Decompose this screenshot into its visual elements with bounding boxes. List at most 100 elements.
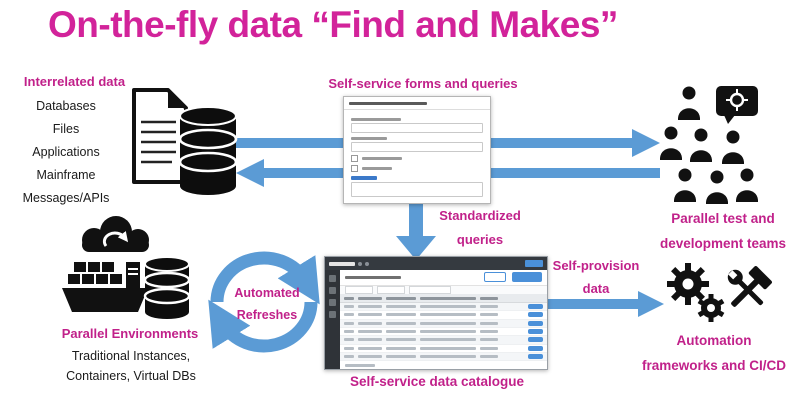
cell-bar [344, 330, 354, 334]
table-row [340, 311, 547, 320]
cell-bar [386, 313, 416, 317]
refresh-line2: Refreshes [236, 308, 298, 322]
interrelated-data-list: Databases Files Applications Mainframe M… [0, 95, 132, 210]
header-cell-bar [386, 296, 416, 300]
form-checkbox-label-bar [362, 157, 402, 160]
provision-line1: Self-provision [552, 258, 640, 273]
refresh-line1: Automated [234, 286, 300, 300]
row-action-button [528, 312, 543, 318]
catalogue-footer [340, 361, 547, 369]
form-checkbox-label-bar [362, 167, 392, 170]
form-input-field [351, 142, 483, 152]
form-screenshot [343, 96, 491, 204]
arrow-catalogue-to-automation [546, 291, 664, 317]
sidebar-icon [329, 287, 336, 294]
toolbar-title-bar [345, 275, 401, 279]
cell-bar [358, 355, 382, 359]
diagram-title: On-the-fly data “Find and Makes” [48, 4, 618, 45]
row-action-button [528, 354, 543, 360]
sidebar-icon [329, 311, 336, 318]
gears-icon [667, 263, 725, 322]
list-item-mainframe: Mainframe [36, 168, 96, 182]
standardized-queries-label: Standardized queries [430, 204, 530, 252]
catalogue-sidebar [325, 270, 340, 369]
cell-bar [358, 338, 382, 342]
catalogue-navbar [325, 257, 547, 270]
form-label-bar [351, 137, 387, 140]
environments-sub1: Traditional Instances, [71, 349, 191, 363]
header-cell-bar [420, 296, 476, 300]
cell-bar [358, 321, 382, 325]
document-database-icon [132, 88, 238, 195]
toolbar-outline-button [484, 272, 506, 283]
cell-bar [420, 321, 476, 325]
catalogue-brand-bar [329, 261, 355, 266]
provision-line2: data [582, 281, 610, 296]
cell-bar [386, 338, 416, 342]
cell-bar [358, 305, 382, 309]
list-item-messages-apis: Messages/APIs [22, 191, 110, 205]
pagination-bar [345, 363, 375, 367]
table-row [340, 336, 547, 345]
sidebar-icon [329, 275, 336, 282]
automated-refreshes-label: Automated Refreshes [208, 282, 326, 326]
form-body [344, 110, 490, 203]
self-provision-label: Self-provision data [546, 254, 646, 300]
row-action-button [528, 337, 543, 343]
filter-box [345, 285, 373, 294]
table-row [340, 345, 547, 353]
cell-bar [480, 321, 498, 325]
cell-bar [386, 305, 416, 309]
cell-bar [480, 346, 498, 350]
environments-label: Parallel Environments [61, 326, 199, 341]
cell-bar [480, 305, 498, 309]
people-teams-icon [660, 86, 758, 204]
form-checkbox [351, 155, 358, 162]
environments-sublabel: Traditional Instances, Containers, Virtu… [36, 346, 226, 386]
table-row [340, 328, 547, 337]
form-input-field [351, 123, 483, 133]
cell-bar [386, 330, 416, 334]
table-row [340, 303, 547, 312]
form-link-bar [351, 176, 377, 180]
form-titlebar [344, 97, 490, 110]
form-label-bar [351, 118, 401, 121]
container-ship-icon [62, 262, 148, 312]
list-item-files: Files [52, 122, 80, 136]
database-cylinder-icon [143, 256, 191, 319]
header-cell-bar [480, 296, 498, 300]
form-textarea-field [351, 182, 483, 197]
form-checkbox-row [351, 155, 483, 162]
form-checkbox-row [351, 165, 483, 172]
cell-bar [344, 346, 354, 350]
arrow-form-to-catalogue [396, 196, 436, 260]
table-row [340, 352, 547, 362]
teams-label: Parallel test and development teams [658, 206, 788, 256]
catalogue-toolbar [340, 270, 547, 286]
row-action-button [528, 320, 543, 326]
cell-bar [420, 330, 476, 334]
row-action-button [528, 304, 543, 310]
cell-bar [344, 321, 354, 325]
forms-queries-label: Self-service forms and queries [328, 76, 518, 91]
catalogue-screenshot [324, 256, 548, 370]
row-action-button [528, 329, 543, 335]
cell-bar [386, 355, 416, 359]
cell-bar [420, 305, 476, 309]
list-item-applications: Applications [32, 145, 100, 159]
cell-bar [358, 313, 382, 317]
cell-bar [480, 330, 498, 334]
refresh-cycle-arrows [208, 251, 320, 353]
cell-bar [386, 346, 416, 350]
cell-bar [358, 330, 382, 334]
database-cylinder-icon [178, 106, 238, 195]
automation-tools-icon [667, 263, 772, 322]
cell-bar [480, 355, 498, 359]
cell-bar [344, 313, 354, 317]
navbar-button [525, 260, 543, 267]
cell-bar [358, 346, 382, 350]
automation-label: Automation frameworks and CI/CD [634, 328, 794, 378]
standardized-line2: queries [456, 232, 504, 247]
sidebar-icon [329, 299, 336, 306]
